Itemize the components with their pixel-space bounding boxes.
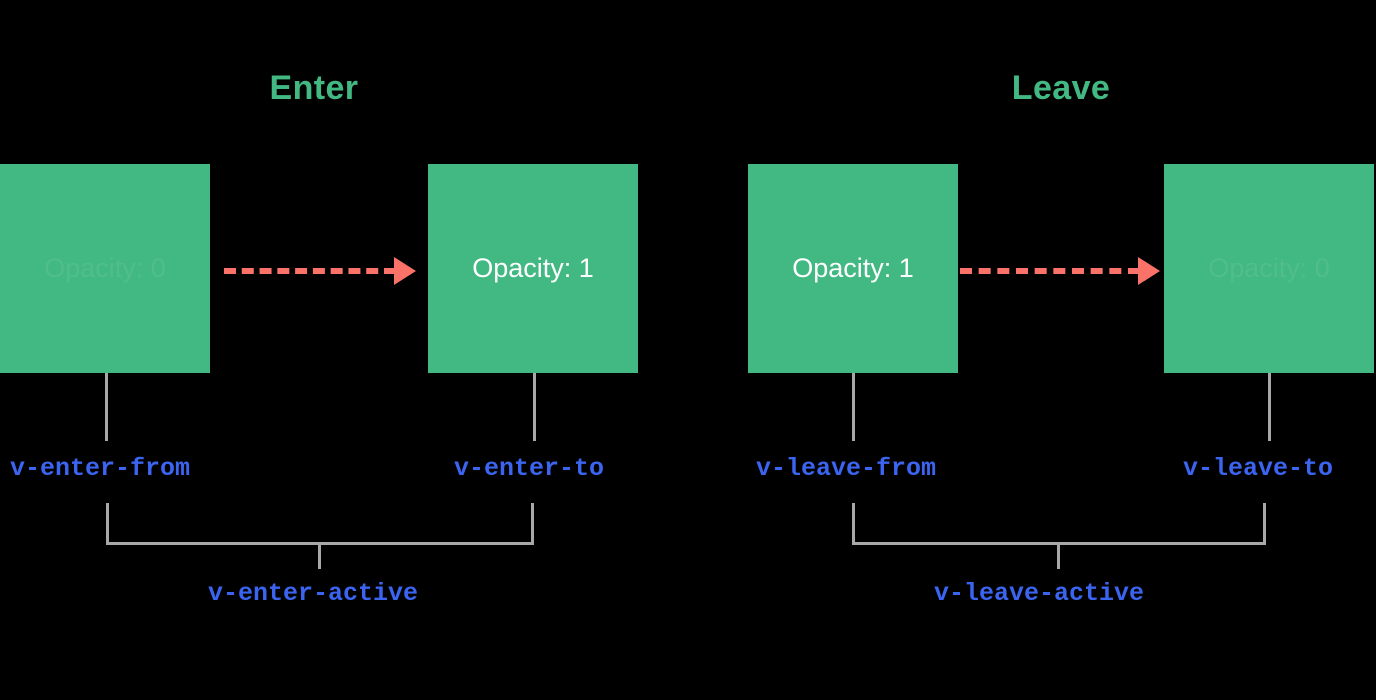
box-enter-to-label: Opacity: 1 <box>472 253 594 283</box>
class-label-v-enter-active: v-enter-active <box>208 579 419 608</box>
bracket-enter-active <box>106 503 534 545</box>
bracket-leave-active <box>852 503 1266 545</box>
arrow-leave-head-icon <box>1138 257 1160 285</box>
arrow-leave <box>960 257 1160 285</box>
section-title-enter: Enter <box>269 69 359 107</box>
class-label-v-leave-to: v-leave-to <box>1183 454 1334 483</box>
connector-enter-from <box>105 373 108 441</box>
connector-enter-to <box>533 373 536 441</box>
arrow-enter-shaft <box>224 268 396 274</box>
section-title-leave: Leave <box>1011 69 1111 107</box>
arrow-enter <box>224 257 416 285</box>
box-leave-to-label: Opacity: 0 <box>1208 253 1330 283</box>
arrow-leave-shaft <box>960 268 1140 274</box>
bracket-enter-active-stem <box>318 545 321 569</box>
box-leave-from: Opacity: 1 <box>748 164 958 373</box>
box-enter-to: Opacity: 1 <box>428 164 638 373</box>
box-enter-from: Opacity: 0 <box>0 164 210 373</box>
box-leave-from-label: Opacity: 1 <box>792 253 914 283</box>
bracket-leave-active-stem <box>1057 545 1060 569</box>
arrow-enter-head-icon <box>394 257 416 285</box>
class-label-v-leave-from: v-leave-from <box>756 454 937 483</box>
box-leave-to: Opacity: 0 <box>1164 164 1374 373</box>
box-enter-from-label: Opacity: 0 <box>44 253 166 283</box>
connector-leave-from <box>852 373 855 441</box>
connector-leave-to <box>1268 373 1271 441</box>
class-label-v-leave-active: v-leave-active <box>934 579 1145 608</box>
class-label-v-enter-to: v-enter-to <box>454 454 605 483</box>
class-label-v-enter-from: v-enter-from <box>10 454 191 483</box>
